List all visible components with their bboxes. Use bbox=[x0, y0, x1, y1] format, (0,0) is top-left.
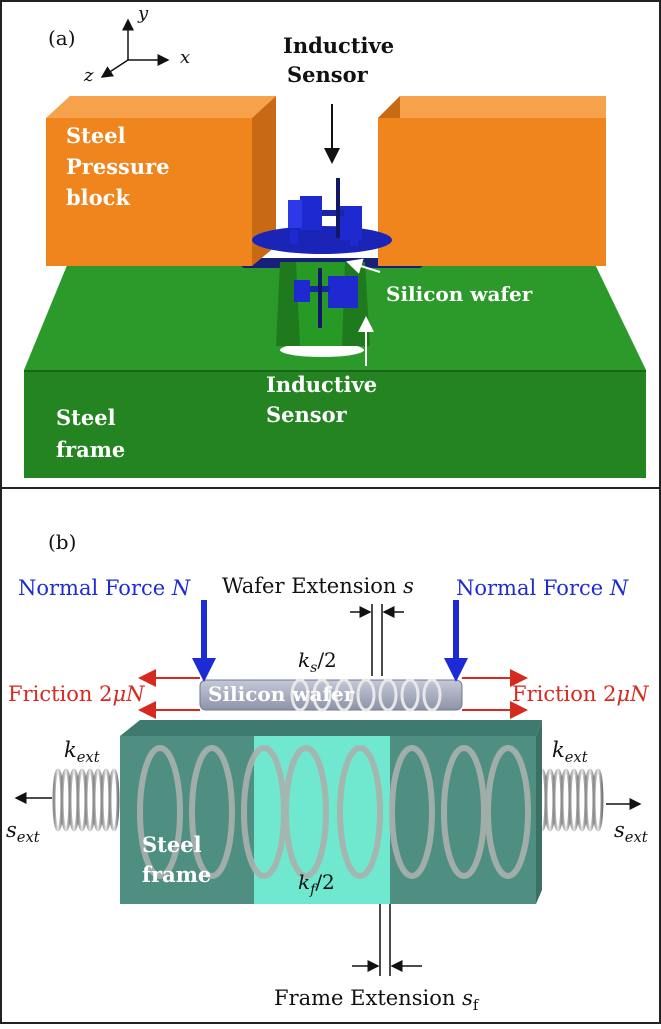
steel-pressure-block-left bbox=[46, 96, 276, 266]
normal-force-left-label: Normal Force N bbox=[18, 576, 191, 600]
spring-ext-left bbox=[52, 768, 120, 832]
ks-label: ks/2 bbox=[298, 648, 337, 676]
axis-z-label: z bbox=[84, 65, 94, 86]
steel-frame-label-a: Steel frame bbox=[56, 405, 126, 462]
axes-triad bbox=[100, 18, 170, 78]
steel-frame-label-b: Steel frame bbox=[142, 832, 212, 887]
inductive-sensor-bottom-label: Inductive Sensor bbox=[266, 372, 378, 427]
kext-right-label: kext bbox=[552, 738, 588, 767]
inductive-sensor-top-line2: Sensor bbox=[287, 62, 368, 87]
silicon-wafer-label-b: Silicon wafer bbox=[208, 682, 355, 706]
silicon-wafer-label-a: Silicon wafer bbox=[386, 282, 533, 306]
axis-y-label: y bbox=[138, 3, 149, 24]
frame-extension-label: Frame Extension sf bbox=[274, 986, 479, 1015]
kf-label: kf/2 bbox=[298, 870, 335, 898]
inductive-sensor-bottom bbox=[294, 268, 358, 328]
steel-pressure-block-label: Steel Pressure block bbox=[66, 123, 170, 210]
panel-b-border bbox=[0, 487, 661, 1024]
wafer-arrow bbox=[346, 258, 381, 274]
silicon-wafer-disk bbox=[252, 226, 392, 254]
kext-left-label: kext bbox=[64, 738, 100, 767]
friction-right-label: Friction 2μN bbox=[512, 682, 649, 706]
wafer-extension-marks bbox=[350, 604, 404, 676]
normal-force-right-label: Normal Force N bbox=[456, 576, 629, 600]
friction-arrows bbox=[138, 669, 528, 719]
sext-right-label: sext bbox=[614, 818, 648, 847]
friction-left-label: Friction 2μN bbox=[8, 682, 145, 706]
axis-x-label: x bbox=[180, 47, 191, 68]
spring-ext-right bbox=[536, 768, 604, 832]
sext-left-label: sext bbox=[6, 818, 40, 847]
panel-a-label: (a) bbox=[48, 26, 76, 50]
inductive-sensor-top-line1: Inductive bbox=[283, 33, 395, 58]
silicon-wafer-b bbox=[199, 678, 463, 712]
frame-spring bbox=[137, 745, 531, 879]
inductive-sensor-top bbox=[288, 178, 362, 246]
frame-extension-marks bbox=[352, 904, 422, 976]
steel-pressure-block-right bbox=[378, 96, 606, 266]
panel-b-label: (b) bbox=[48, 530, 77, 554]
wafer-extension-label: Wafer Extension s bbox=[222, 574, 414, 598]
